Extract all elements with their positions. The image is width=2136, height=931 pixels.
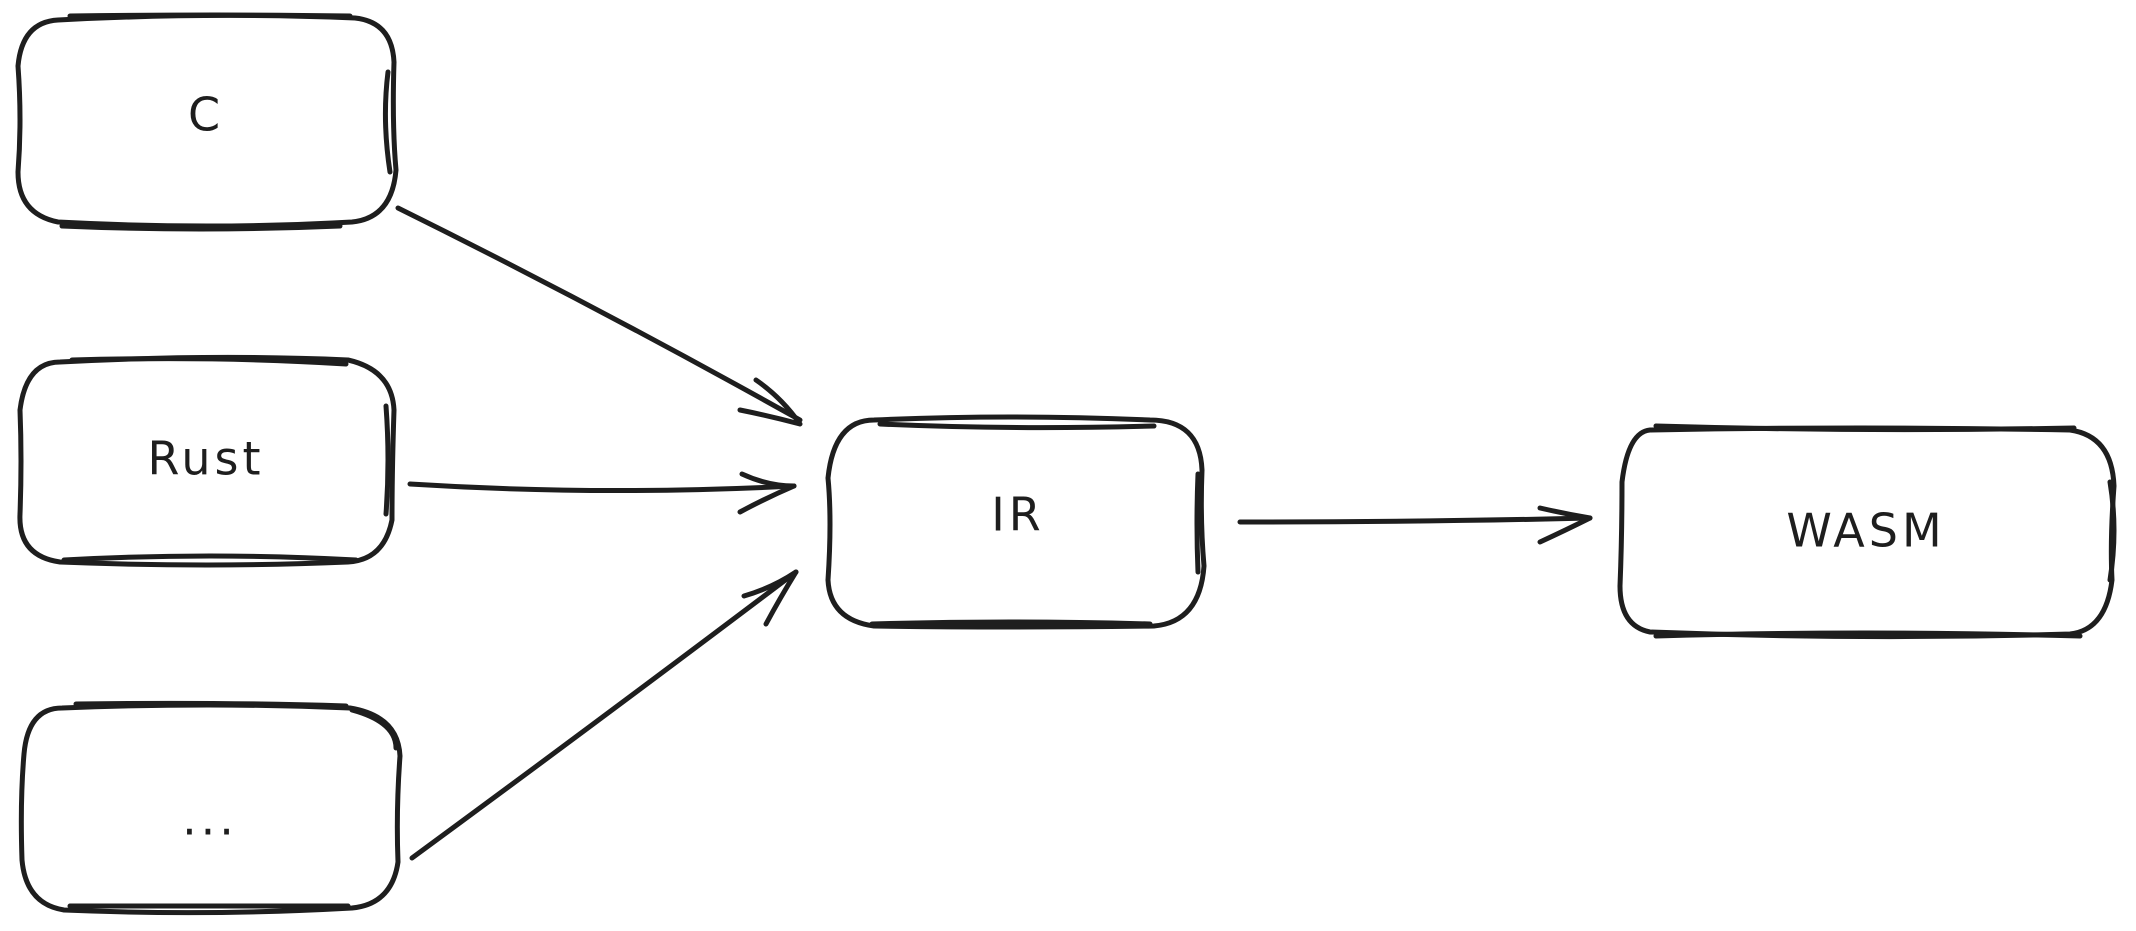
edge-more-to-ir-arrowhead xyxy=(741,569,799,627)
edge-c-to-ir-line xyxy=(395,205,803,423)
edge-ir-to-wasm-line xyxy=(1237,515,1593,525)
node-wasm-label: WASM xyxy=(1786,504,1945,558)
node-rust-label: Rust xyxy=(147,432,264,486)
node-more[interactable]: ... xyxy=(18,700,403,916)
edge-ir-to-wasm[interactable] xyxy=(1237,505,1593,545)
edge-more-to-ir-line xyxy=(409,569,799,861)
node-c[interactable]: C xyxy=(15,12,399,232)
node-wasm-outline-sketch xyxy=(1653,423,2117,639)
node-wasm[interactable]: WASM xyxy=(1617,423,2117,640)
node-c-label: C xyxy=(188,88,224,142)
edge-rust-to-ir-arrowhead xyxy=(737,471,797,515)
edge-rust-to-ir[interactable] xyxy=(407,471,797,515)
node-ir-outline-sketch xyxy=(869,421,1201,627)
node-c-outline-sketch xyxy=(59,12,393,232)
node-more-label: ... xyxy=(182,792,238,846)
edge-c-to-ir-arrowhead xyxy=(737,377,803,427)
node-more-outline-sketch xyxy=(67,700,399,909)
edge-c-to-ir[interactable] xyxy=(395,205,803,427)
node-rust[interactable]: Rust xyxy=(17,354,397,568)
node-more-outline xyxy=(18,702,403,916)
node-ir[interactable]: IR xyxy=(825,414,1207,630)
node-ir-label: IR xyxy=(991,488,1045,542)
node-rust-outline-sketch xyxy=(61,356,391,563)
node-ir-outline xyxy=(825,414,1207,630)
edge-ir-to-wasm-arrowhead xyxy=(1537,505,1593,545)
edge-rust-to-ir-line xyxy=(407,481,797,494)
edge-more-to-ir[interactable] xyxy=(409,569,799,861)
